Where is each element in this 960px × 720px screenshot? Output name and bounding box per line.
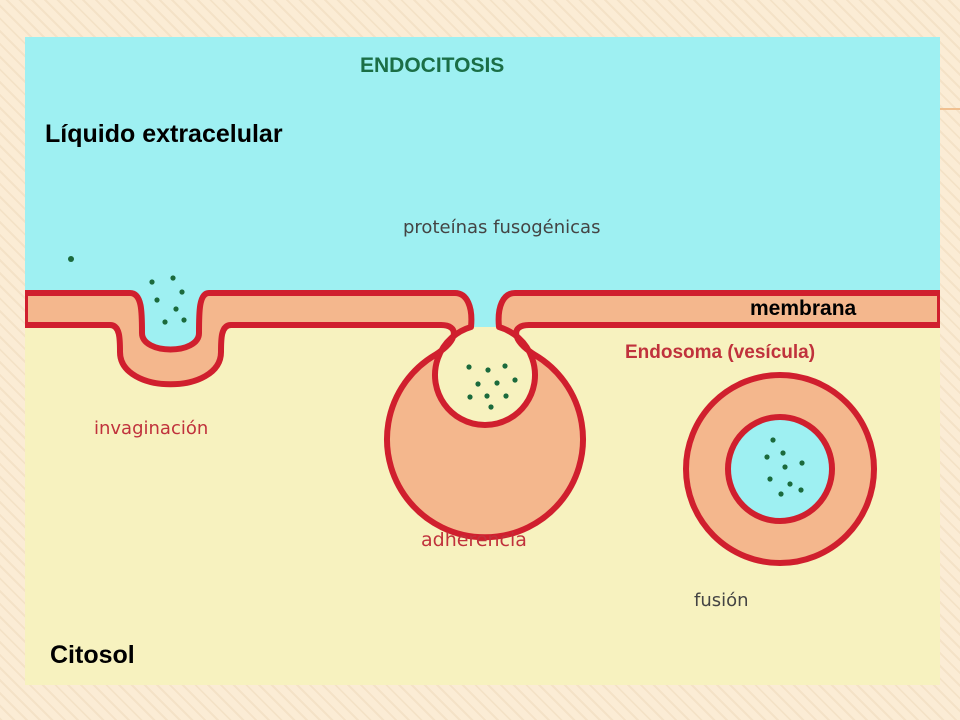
adherence-label: adherencia	[421, 529, 527, 551]
particle	[179, 289, 185, 295]
particle	[149, 279, 155, 285]
slide-accent-line	[938, 108, 960, 110]
endocytosis-diagram: ENDOCITOSIS Líquido extracelular proteín…	[25, 37, 940, 685]
particle	[162, 319, 168, 325]
particle	[799, 460, 805, 466]
particle	[502, 363, 508, 369]
particle	[467, 394, 473, 400]
particle	[780, 450, 786, 456]
endosome-label: Endosoma (vesícula)	[625, 342, 815, 363]
particle	[494, 380, 500, 386]
extracellular-fluid-region	[25, 37, 940, 350]
particle	[782, 464, 788, 470]
particle	[181, 317, 187, 323]
particle	[154, 297, 160, 303]
particle	[475, 381, 481, 387]
cargo-particles	[68, 256, 805, 497]
cytosol-label: Citosol	[50, 641, 135, 669]
particle	[484, 393, 490, 399]
fusion-label: fusión	[694, 590, 749, 611]
membrane-label: membrana	[750, 297, 857, 320]
particle	[767, 476, 773, 482]
particle	[787, 481, 793, 487]
fused-vesicle-lumen	[725, 414, 835, 524]
fusogenic-proteins-label: proteínas fusogénicas	[403, 217, 600, 238]
particle	[466, 364, 472, 370]
particle	[778, 491, 784, 497]
particle	[485, 367, 491, 373]
particle	[170, 275, 176, 281]
particle	[68, 256, 74, 262]
plasma-membrane	[25, 290, 940, 541]
particle	[173, 306, 179, 312]
particle	[764, 454, 770, 460]
particle	[770, 437, 776, 443]
particle	[503, 393, 509, 399]
particle	[798, 487, 804, 493]
extracellular-fluid-label: Líquido extracelular	[45, 120, 283, 148]
particle	[512, 377, 518, 383]
particle	[488, 404, 494, 410]
invagination-label: invaginación	[94, 418, 208, 439]
diagram-title: ENDOCITOSIS	[360, 54, 504, 77]
